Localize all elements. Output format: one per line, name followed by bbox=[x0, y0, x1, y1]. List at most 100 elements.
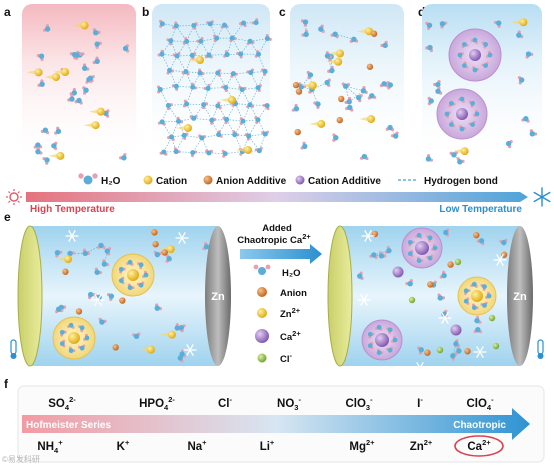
water-molecule bbox=[367, 341, 374, 350]
anion bbox=[366, 63, 374, 70]
water-molecule bbox=[439, 21, 448, 29]
water-molecule bbox=[77, 344, 86, 351]
water-molecule bbox=[472, 66, 480, 73]
water-molecule bbox=[94, 267, 103, 275]
water-molecule bbox=[67, 94, 75, 102]
anion bbox=[62, 268, 69, 275]
water-molecule bbox=[378, 251, 387, 259]
water-molecule bbox=[83, 333, 90, 341]
water-molecule bbox=[318, 24, 325, 33]
water-molecule bbox=[301, 29, 309, 38]
water-molecule bbox=[416, 346, 424, 355]
panel-label-c: c bbox=[279, 5, 286, 19]
water-molecule bbox=[179, 349, 187, 358]
water-molecule bbox=[74, 97, 83, 105]
legend-water-label: H₂O bbox=[101, 176, 121, 187]
beaker-b bbox=[152, 4, 272, 166]
water-molecule bbox=[448, 120, 456, 128]
anion bbox=[370, 30, 378, 37]
water-molecule bbox=[92, 56, 100, 65]
water-molecule bbox=[118, 276, 125, 285]
water-molecule bbox=[229, 35, 237, 43]
water-molecule bbox=[390, 131, 399, 139]
cation bbox=[146, 345, 155, 354]
water-molecule bbox=[43, 24, 51, 32]
water-molecule bbox=[132, 332, 141, 340]
water-molecule bbox=[453, 339, 461, 348]
water-molecule bbox=[159, 149, 168, 156]
water-molecule bbox=[74, 52, 82, 60]
water-molecule bbox=[222, 116, 230, 125]
hofmeister-series-label: Hofmeister Series bbox=[26, 420, 111, 431]
water-molecule bbox=[96, 242, 106, 249]
legend-e-zn-icon bbox=[257, 308, 267, 318]
water-molecule bbox=[425, 44, 434, 53]
chaotropic-label: Chaotropic bbox=[453, 420, 506, 431]
zn-electrode-label-left: Zn bbox=[211, 291, 225, 303]
anion bbox=[464, 348, 471, 355]
water-molecule bbox=[324, 78, 331, 87]
water-molecule bbox=[215, 101, 222, 110]
water-molecule bbox=[261, 130, 270, 137]
cation bbox=[317, 119, 326, 128]
chloride-ion bbox=[408, 296, 416, 304]
anion bbox=[473, 231, 480, 239]
water-molecule bbox=[386, 81, 394, 90]
water-molecule bbox=[517, 76, 525, 85]
legend-anion-additive-label: Anion Additive bbox=[216, 176, 287, 187]
water-molecule bbox=[246, 68, 255, 76]
water-molecule bbox=[54, 126, 62, 135]
legend-top: H₂O Cation Anion Additive Cation Additiv… bbox=[78, 173, 498, 187]
water-molecule bbox=[470, 281, 478, 288]
ion-label: I- bbox=[417, 395, 423, 410]
temperature-bar: High Temperature Low Temperature bbox=[6, 187, 551, 215]
water-molecule bbox=[196, 36, 204, 44]
water-molecule bbox=[439, 270, 447, 279]
legend-e-zn-label: Zn2+ bbox=[280, 306, 301, 320]
cation-row: NH4+K+Na+Li+Mg2+Zn2+Ca2+ bbox=[37, 438, 491, 455]
cation bbox=[308, 81, 317, 90]
beaker-c-molecules bbox=[291, 19, 399, 161]
water-molecule bbox=[525, 51, 534, 59]
cylinder-right: Zn bbox=[327, 225, 544, 374]
water-molecule bbox=[54, 249, 63, 258]
cation bbox=[52, 73, 61, 82]
chloride-ion bbox=[488, 314, 496, 322]
ion-label: Li+ bbox=[260, 438, 275, 453]
snowflake-icon bbox=[473, 346, 487, 358]
water-molecule bbox=[68, 346, 76, 354]
snowflake-icon bbox=[438, 312, 452, 324]
water-molecule bbox=[101, 259, 110, 267]
watermark: ©易发科研 bbox=[2, 454, 40, 464]
anion bbox=[292, 81, 300, 89]
ca-highlight-ring bbox=[454, 435, 504, 457]
water-molecule bbox=[167, 134, 175, 141]
water-molecule bbox=[82, 248, 91, 256]
legend-hbond-label: Hydrogen bond bbox=[424, 176, 498, 187]
water-molecule bbox=[486, 50, 493, 58]
water-molecule bbox=[98, 317, 107, 325]
anion bbox=[119, 297, 126, 304]
water-molecule bbox=[190, 82, 198, 90]
water-molecule bbox=[379, 81, 389, 88]
legend-water-icon bbox=[78, 173, 98, 185]
water-molecule bbox=[481, 41, 489, 49]
water-molecule bbox=[136, 281, 145, 288]
thermometer-right-icon bbox=[537, 339, 544, 359]
legend-e-ca-icon bbox=[255, 329, 269, 343]
water-molecule bbox=[324, 51, 333, 59]
water-molecule bbox=[230, 71, 238, 78]
legend-cation-label: Cation bbox=[156, 176, 187, 187]
ion-label: HPO42- bbox=[139, 395, 175, 412]
ion-label: K+ bbox=[117, 438, 130, 453]
water-molecule bbox=[345, 104, 354, 112]
cation bbox=[334, 57, 343, 66]
ion-label: ClO4- bbox=[466, 395, 494, 412]
water-molecule bbox=[291, 103, 300, 112]
water-molecule bbox=[505, 139, 513, 149]
water-molecule bbox=[306, 70, 314, 80]
sun-icon bbox=[6, 189, 22, 205]
panel-label-d: d bbox=[418, 5, 425, 19]
water-molecule bbox=[203, 83, 211, 91]
cation bbox=[460, 147, 469, 156]
